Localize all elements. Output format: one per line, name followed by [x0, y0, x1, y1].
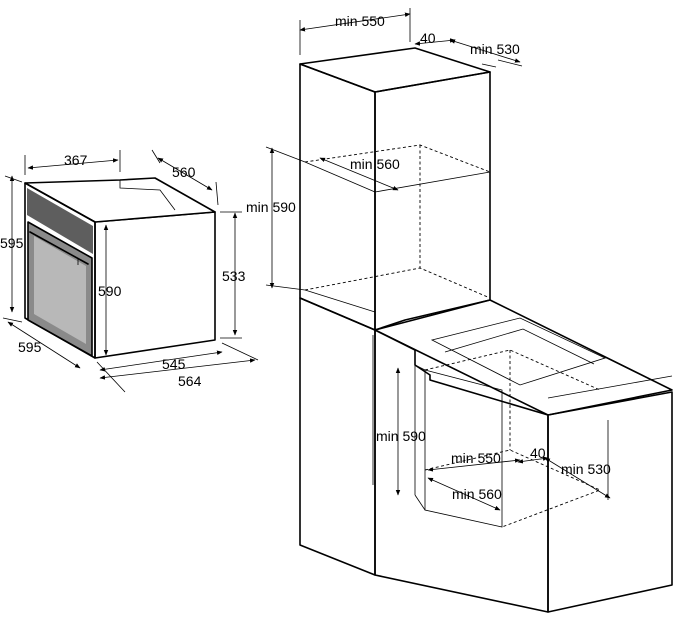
- tall-cabinet-drawing: [299, 47, 673, 613]
- oven-total-height-label: 595: [0, 235, 24, 251]
- oven-side-height-label: 533: [222, 268, 246, 284]
- tall-niche-height-label: min 590: [246, 199, 296, 215]
- base-min-width-label: min 550: [451, 450, 501, 466]
- oven-body-depth-label: 545: [162, 356, 186, 372]
- oven-front-width-label: 595: [18, 339, 42, 355]
- oven-drawing: [24, 177, 216, 359]
- tall-min-width-label: min 550: [335, 13, 385, 29]
- base-min-depth-label: min 530: [561, 461, 611, 477]
- base-gap-label: 40: [530, 445, 546, 461]
- cabinet-dimension-lines: [265, 8, 611, 511]
- tall-top-gap-label: 40: [420, 30, 436, 46]
- oven-body-height-label: 590: [98, 283, 122, 299]
- base-niche-depth-label: min 560: [452, 486, 502, 502]
- oven-total-depth-label: 564: [178, 373, 202, 389]
- oven-dimension-lines: [2, 149, 259, 393]
- oven-top-depth-label: 560: [172, 164, 196, 180]
- tall-min-depth-label: min 530: [470, 41, 520, 57]
- base-niche-height-label: min 590: [376, 428, 426, 444]
- oven-top-width-label: 367: [64, 152, 88, 168]
- tall-niche-depth-label: min 560: [350, 156, 400, 172]
